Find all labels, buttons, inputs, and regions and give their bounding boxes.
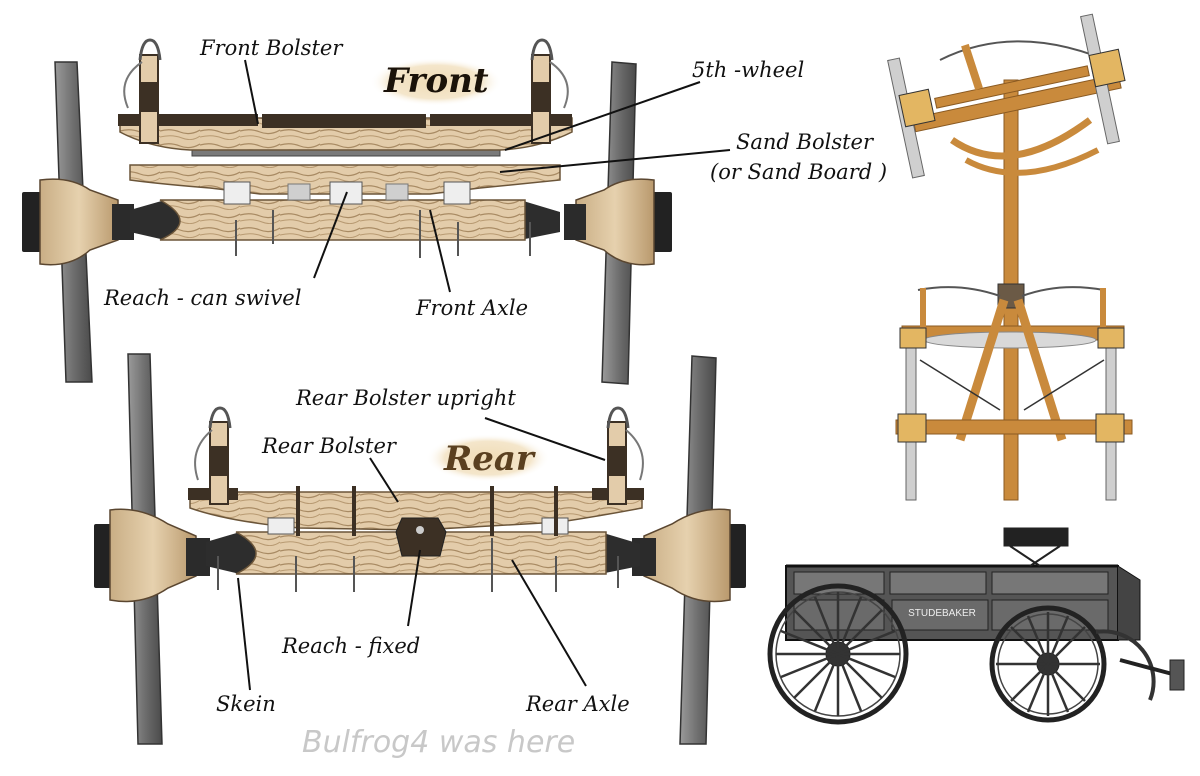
rear-assembly	[94, 353, 746, 745]
front-left-hub	[22, 178, 134, 266]
front-right-hub	[564, 178, 672, 266]
front-assembly	[22, 38, 672, 385]
front-axle-body	[130, 199, 560, 241]
studebaker-wagon-illustration: STUDEBAKER	[767, 527, 1185, 725]
rear-right-hub	[632, 508, 746, 603]
rear-title-highlight	[426, 434, 550, 482]
rear-reach-plate	[395, 517, 447, 557]
label-front-axle: Front Axle	[416, 296, 529, 320]
fifth-wheel-plate	[191, 149, 501, 157]
label-skein: Skein	[216, 692, 276, 716]
front-title-highlight	[370, 58, 502, 106]
label-rear-bolster: Rear Bolster	[262, 434, 396, 458]
wagon-brand-text: STUDEBAKER	[908, 608, 976, 619]
label-fifth-wheel: 5th -wheel	[692, 58, 805, 82]
front-bolster-stakes	[123, 38, 569, 144]
running-gear-top-view	[887, 13, 1133, 501]
rear-left-hub	[94, 508, 210, 603]
front-title: Front	[384, 61, 489, 101]
label-sand-bolster: Sand Bolster	[736, 130, 874, 154]
label-front-bolster: Front Bolster	[200, 36, 343, 60]
label-reach-fixed: Reach - fixed	[282, 634, 421, 658]
label-sand-board: (or Sand Board )	[710, 160, 888, 184]
watermark: Bulfrog4 was here	[302, 725, 576, 760]
rear-title: Rear	[444, 439, 534, 479]
label-reach-swivel: Reach - can swivel	[104, 286, 302, 310]
leader-lines	[237, 59, 731, 691]
wagon-front-wheel	[989, 605, 1107, 723]
label-rear-bolster-upright: Rear Bolster upright	[296, 386, 516, 410]
label-rear-axle: Rear Axle	[526, 692, 630, 716]
wagon-rear-wheel	[767, 583, 909, 725]
rear-bolster-stakes	[194, 406, 644, 505]
